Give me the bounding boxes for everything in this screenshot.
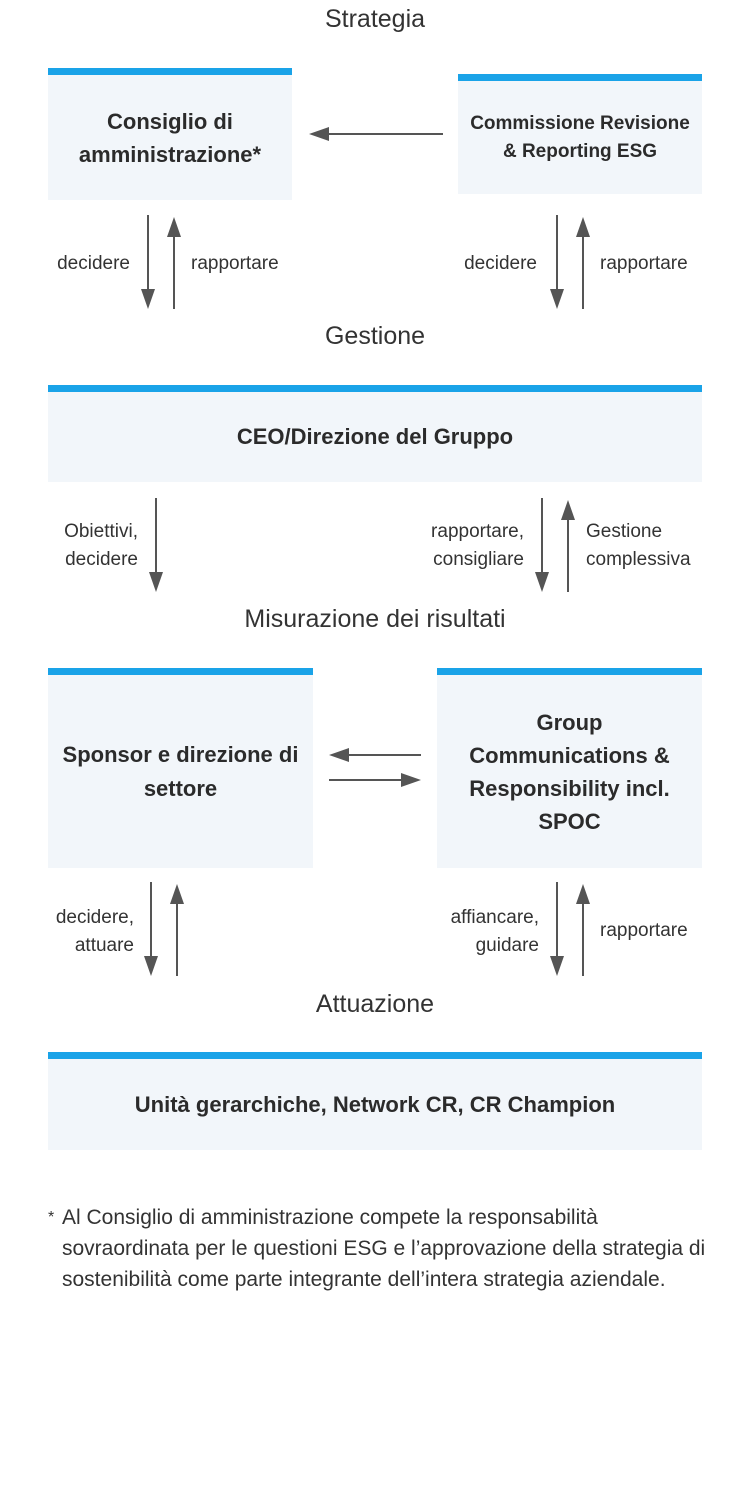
label-rapportare-consigliare: rapportare, consigliare xyxy=(431,521,524,570)
footnote: * Al Consiglio di amministrazione compet… xyxy=(48,1202,708,1295)
label-gestione-complessiva: Gestione complessiva xyxy=(586,521,691,570)
arrow-up-icon xyxy=(576,884,590,976)
box-consiglio-label: Consiglio di amministrazione* xyxy=(78,108,262,167)
arrow-up-icon xyxy=(561,500,575,592)
box-commissione: Commissione Revisione & Reporting ESG xyxy=(458,74,702,194)
label-rapportare-2: rapportare xyxy=(600,253,688,274)
arrow-down-icon xyxy=(144,882,158,976)
label-affiancare-guidare: affiancare, guidare xyxy=(450,907,539,956)
label-obiettivi-decidere: Obiettivi, decidere xyxy=(64,521,138,570)
box-sponsor: Sponsor e direzione di settore xyxy=(48,668,313,868)
arrow-up-icon xyxy=(170,884,184,976)
footnote-text: Al Consiglio di amministrazione compete … xyxy=(62,1206,706,1291)
box-consiglio: Consiglio di amministrazione* xyxy=(48,68,292,200)
footnote-marker: * xyxy=(48,1209,55,1226)
label-decidere-1: decidere xyxy=(57,253,130,274)
arrow-down-icon xyxy=(550,215,564,309)
arrow-right-icon xyxy=(329,773,421,787)
box-unita: Unità gerarchiche, Network CR, CR Champi… xyxy=(48,1052,702,1150)
box-group: Group Communications & Responsibility in… xyxy=(437,668,702,868)
arrow-left-icon xyxy=(329,748,421,762)
label-decidere-2: decidere xyxy=(464,253,537,274)
section-title-attuazione: Attuazione xyxy=(315,990,435,1018)
box-commissione-label: Commissione Revisione & Reporting ESG xyxy=(470,112,690,162)
label-rapportare-1: rapportare xyxy=(191,253,279,274)
section-title-strategia: Strategia xyxy=(324,5,426,33)
box-sponsor-label: Sponsor e direzione di settore xyxy=(62,741,299,801)
section-title-misurazione: Misurazione dei risultati xyxy=(244,605,506,633)
box-unita-label: Unità gerarchiche, Network CR, CR Champi… xyxy=(134,1091,616,1117)
arrow-down-icon xyxy=(149,498,163,592)
label-rapportare-3: rapportare xyxy=(600,920,688,941)
arrow-down-icon xyxy=(535,498,549,592)
arrow-up-icon xyxy=(576,217,590,309)
section-title-gestione: Gestione xyxy=(324,322,426,350)
box-group-label: Group Communications & Responsibility in… xyxy=(469,709,670,834)
arrow-up-icon xyxy=(167,217,181,309)
arrow-down-icon xyxy=(550,882,564,976)
box-ceo-label: CEO/Direzione del Gruppo xyxy=(236,424,514,449)
arrow-down-icon xyxy=(141,215,155,309)
box-ceo: CEO/Direzione del Gruppo xyxy=(48,385,702,482)
arrow-left-icon xyxy=(309,127,443,141)
label-decidere-attuare: decidere, attuare xyxy=(55,907,134,956)
